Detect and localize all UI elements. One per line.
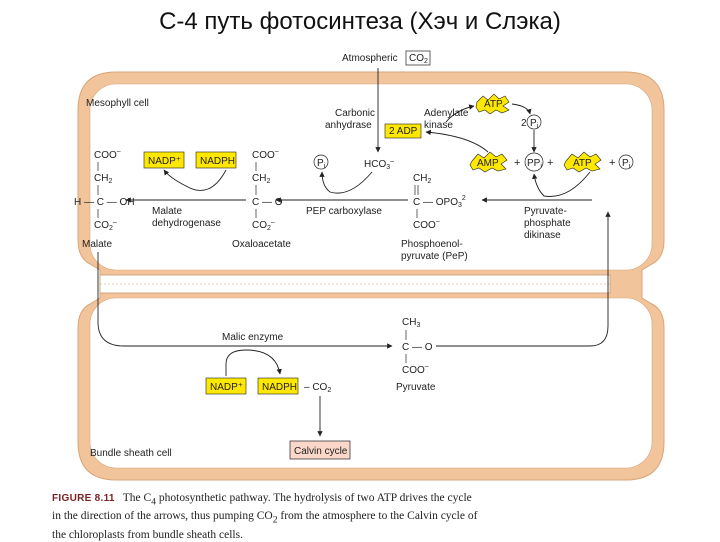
minus-co2-text: – CO2 <box>304 382 331 394</box>
plus-3: + <box>609 157 615 169</box>
mesophyll-cell <box>89 83 653 271</box>
ppi-text: PPi <box>527 158 542 170</box>
ppi-circle <box>524 152 544 172</box>
atp-top-text: ATP <box>484 99 503 110</box>
pep-carboxylase-label: PEP carboxylase <box>306 206 382 217</box>
two-adp-box <box>384 123 422 139</box>
caption-text-c: from the atmosphere to the Calvin cycle … <box>52 510 478 541</box>
atp-mid-burst <box>563 151 602 173</box>
nadp-plus-bottom-box <box>205 377 247 395</box>
slide-title: С-4 путь фотосинтеза (Хэч и Слэка) <box>159 8 561 35</box>
figure-caption: FIGURE 8.11 The C4 photosynthetic pathway… <box>52 491 482 542</box>
atp-mid-text: ATP <box>573 158 592 169</box>
arrow-malate-to-bundle <box>97 252 393 349</box>
pep-structure: CH2 C — OPO32 COO– <box>413 173 469 231</box>
pep-name: Phosphoenol-pyruvate (PeP) <box>401 239 468 262</box>
calvin-cycle-box <box>289 440 351 460</box>
caption-sub-2: 2 <box>272 514 278 526</box>
oxaloacetate-structure: COO– CH2 C — O CO2– <box>252 145 285 232</box>
amp-text: AMP <box>477 158 499 169</box>
nadph-bottom-box <box>257 377 299 395</box>
pi-right-text: Pi <box>622 158 631 170</box>
arrow-atp-consumption <box>532 171 591 197</box>
caption-label: FIGURE 8.11 <box>52 493 115 504</box>
hco3-label: HCO3– <box>364 158 394 171</box>
atmospheric-co2: CO2 <box>409 53 428 65</box>
bundle-sheath-label: Bundle sheath cell <box>90 448 172 459</box>
amp-burst <box>469 151 508 173</box>
calvin-cycle-text: Calvin cycle <box>294 446 348 457</box>
arrow-hco3-fixation <box>319 171 373 194</box>
arrow-kinase-to-atp <box>445 104 475 123</box>
plus-1: + <box>514 157 520 169</box>
atp-top-burst <box>475 93 510 115</box>
atmospheric-co2-box <box>405 50 431 66</box>
arrow-nadp-to-nadph <box>225 349 282 376</box>
nadp-plus-bottom-text: NADP⁺ <box>210 382 243 393</box>
caption-text-b: photosynthetic pathway. The hydrolysis o… <box>52 492 472 523</box>
nadp-plus-top-text: NADP⁺ <box>148 156 181 167</box>
c4-pathway-diagram: Atmospheric CO2 Mesophyll cell Bundle sh… <box>74 50 665 481</box>
plus-2: + <box>547 157 553 169</box>
arrow-nadph-to-nadp <box>163 169 227 191</box>
mesophyll-label: Mesophyll cell <box>86 98 149 109</box>
nadp-plus-top-box <box>143 151 185 169</box>
arrow-amp-to-kinase <box>425 129 489 153</box>
two-pi-circle <box>526 114 542 130</box>
nadph-top-text: NADPH <box>200 156 235 167</box>
caption-sub-4: 4 <box>151 496 157 508</box>
arrow-pyruvate-to-mesophyll <box>436 211 611 347</box>
bundle-sheath-cell <box>89 297 653 469</box>
pi-left-circle <box>313 154 329 170</box>
arrow-atp-to-pi <box>511 103 532 115</box>
pyruvate-structure: CH3 C — O COO– <box>402 317 435 376</box>
two-pi-coef: 2 <box>521 118 527 129</box>
caption-text-a: The C <box>122 492 152 504</box>
nadph-top-box <box>195 151 237 169</box>
two-pi-text: Pi <box>530 118 539 130</box>
oxaloacetate-name: Oxaloacetate <box>232 239 291 250</box>
malate-structure: COO– CH2 H — C — OH CO2– <box>74 145 137 232</box>
pyruvate-name: Pyruvate <box>396 382 436 393</box>
atmospheric-label: Atmospheric <box>342 53 398 64</box>
pi-right-circle <box>618 154 634 170</box>
pi-left-text: Pi <box>317 158 326 170</box>
two-adp-text: 2 ADP <box>389 126 418 137</box>
malic-enzyme-label: Malic enzyme <box>222 332 284 343</box>
nadph-bottom-text: NADPH <box>262 382 297 393</box>
malate-name: Malate <box>82 239 112 250</box>
